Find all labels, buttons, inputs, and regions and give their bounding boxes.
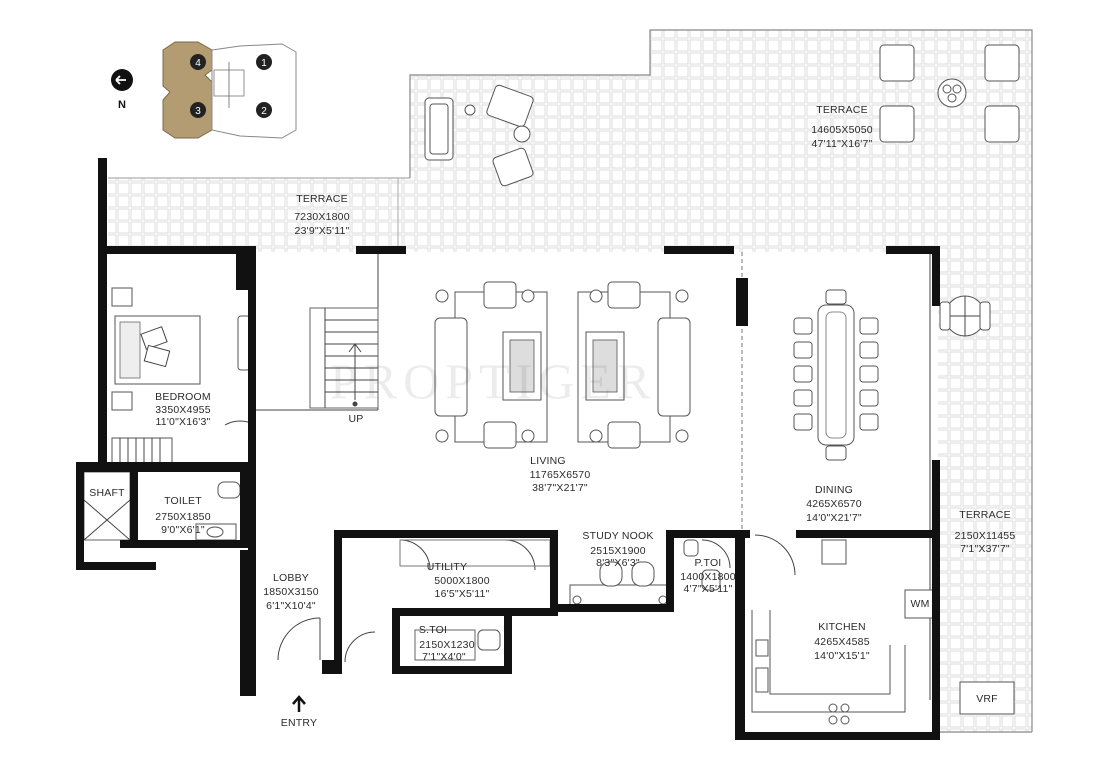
interior-lines (255, 252, 931, 700)
north-label: N (118, 99, 126, 111)
svg-text:S.TOI: S.TOI (419, 624, 447, 636)
svg-text:14605X5050: 14605X5050 (811, 124, 873, 136)
svg-text:TOILET: TOILET (164, 495, 202, 507)
svg-text:4265X6570: 4265X6570 (806, 498, 862, 510)
label-lobby: LOBBY 1850X3150 6'1"X10'4" (263, 572, 319, 612)
label-terrace-top: TERRACE 14605X5050 47'11"X16'7" (811, 104, 873, 150)
svg-text:UTILITY: UTILITY (427, 561, 468, 573)
label-living: LIVING 11765X6570 38'7"X21'7" (530, 455, 591, 494)
key-plan: 4 3 1 2 (162, 41, 297, 139)
label-toilet: TOILET 2750X1850 9'0"X6'1" (155, 495, 211, 536)
svg-text:STUDY NOOK: STUDY NOOK (582, 530, 653, 542)
svg-text:11'0"X16'3": 11'0"X16'3" (156, 416, 211, 428)
label-terrace-right: TERRACE 2150X11455 7'1"X37'7" (955, 509, 1016, 555)
svg-text:2: 2 (261, 106, 267, 117)
svg-text:7'1"X4'0": 7'1"X4'0" (422, 651, 466, 663)
svg-text:DINING: DINING (815, 484, 853, 496)
svg-text:TERRACE: TERRACE (816, 104, 868, 116)
walls (76, 158, 940, 740)
svg-text:2150X1230: 2150X1230 (419, 639, 475, 651)
label-s-toi: S.TOI 2150X1230 7'1"X4'0" (419, 624, 475, 663)
label-wm: WM (910, 598, 929, 610)
svg-text:1400X1800: 1400X1800 (680, 571, 736, 583)
label-kitchen: KITCHEN 4265X4585 14'0"X15'1" (814, 621, 870, 662)
svg-text:3: 3 (195, 106, 201, 117)
label-dining: DINING 4265X6570 14'0"X21'7" (806, 484, 862, 524)
entry-arrow-icon (292, 695, 306, 712)
svg-text:38'7"X21'7": 38'7"X21'7" (532, 482, 588, 494)
staircase (309, 307, 379, 409)
dining-table (793, 289, 879, 461)
svg-text:47'11"X16'7": 47'11"X16'7" (812, 138, 873, 150)
svg-text:TERRACE: TERRACE (959, 509, 1011, 521)
terrace-furniture (424, 44, 1020, 337)
svg-text:LIVING: LIVING (530, 455, 566, 467)
svg-text:1: 1 (261, 58, 267, 69)
svg-text:TERRACE: TERRACE (296, 193, 348, 205)
toilet-fixtures (195, 481, 731, 661)
kitchen-fixtures (751, 534, 1015, 725)
svg-text:7'1"X37'7": 7'1"X37'7" (960, 543, 1010, 555)
key-plan-unit-1 (256, 54, 272, 70)
svg-text:7230X1800: 7230X1800 (294, 211, 350, 223)
watermark: PROPTIGER (330, 353, 656, 409)
svg-text:16'5"X5'11": 16'5"X5'11" (435, 588, 490, 600)
svg-text:14'0"X15'1": 14'0"X15'1" (814, 650, 870, 662)
svg-text:3350X4955: 3350X4955 (155, 404, 211, 416)
svg-text:LOBBY: LOBBY (273, 572, 309, 584)
key-plan-unit-3 (190, 102, 206, 118)
svg-text:6'1"X10'4": 6'1"X10'4" (266, 600, 316, 612)
label-terrace-left: TERRACE 7230X1800 23'9"X5'11" (294, 193, 350, 237)
lobby-doors (277, 617, 376, 663)
svg-text:KITCHEN: KITCHEN (818, 621, 866, 633)
label-shaft: SHAFT (89, 487, 125, 499)
svg-text:8'3"X6'3": 8'3"X6'3" (596, 557, 640, 569)
svg-text:P.TOI: P.TOI (695, 557, 722, 569)
svg-text:4265X4585: 4265X4585 (814, 636, 870, 648)
svg-text:2515X1900: 2515X1900 (590, 545, 646, 557)
svg-text:14'0"X21'7": 14'0"X21'7" (806, 512, 862, 524)
key-plan-unit-2 (256, 102, 272, 118)
label-study-nook: STUDY NOOK 2515X1900 8'3"X6'3" (582, 530, 653, 569)
label-vrf: VRF (976, 693, 998, 705)
svg-text:2150X11455: 2150X11455 (955, 530, 1016, 542)
svg-text:1850X3150: 1850X3150 (263, 586, 319, 598)
bedroom-furniture (111, 287, 256, 465)
room-labels: TERRACE 14605X5050 47'11"X16'7" TERRACE … (89, 104, 1015, 729)
svg-text:BEDROOM: BEDROOM (155, 391, 211, 403)
svg-text:11765X6570: 11765X6570 (530, 469, 591, 481)
living-furniture (434, 281, 691, 449)
label-up: UP (349, 413, 364, 425)
label-entry: ENTRY (281, 717, 317, 729)
svg-text:9'0"X6'1": 9'0"X6'1" (161, 524, 205, 536)
svg-text:4'7"X5'11": 4'7"X5'11" (684, 583, 733, 595)
shaft (83, 471, 131, 541)
key-plan-unit-4 (190, 54, 206, 70)
label-utility: UTILITY 5000X1800 16'5"X5'11" (427, 561, 490, 600)
svg-text:2750X1850: 2750X1850 (155, 511, 211, 523)
label-bedroom: BEDROOM 3350X4955 11'0"X16'3" (155, 391, 211, 428)
label-p-toi: P.TOI 1400X1800 4'7"X5'11" (680, 557, 736, 595)
terrace-tiles (108, 29, 1033, 733)
svg-text:23'9"X5'11": 23'9"X5'11" (295, 225, 350, 237)
north-arrow-icon: N (111, 69, 133, 111)
svg-text:5000X1800: 5000X1800 (434, 575, 490, 587)
svg-text:4: 4 (195, 58, 201, 69)
